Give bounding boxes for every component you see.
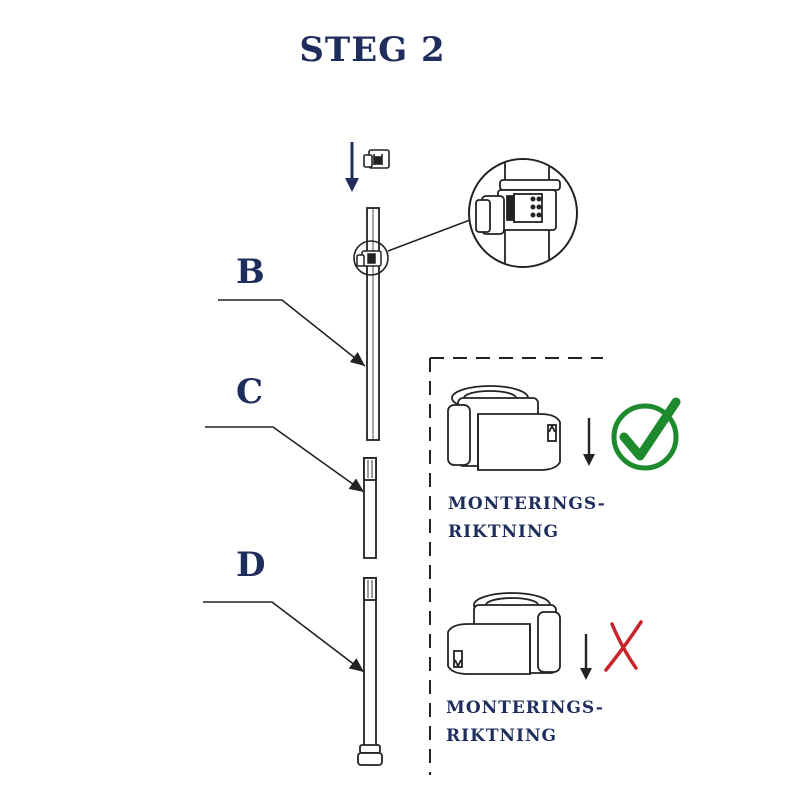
- pole-d: [357, 577, 383, 766]
- dashed-frame: [429, 357, 603, 775]
- clip-correct-illustration: [447, 385, 561, 471]
- part-label-c: C: [236, 372, 264, 412]
- correct-mount-line2: RIKTNING: [448, 522, 560, 542]
- page-title: STEG 2: [299, 30, 446, 70]
- part-label-b: B: [236, 252, 265, 292]
- leader-c: [205, 426, 365, 493]
- correct-mount-line1: MONTERINGS-: [448, 494, 606, 514]
- small-clip-icon: [363, 149, 390, 169]
- part-label-d: D: [236, 545, 266, 585]
- zoom-leader: [387, 219, 471, 252]
- correct-direction-arrow: [583, 418, 595, 466]
- insert-arrow: [345, 142, 359, 192]
- leader-b: [218, 299, 366, 367]
- correct-mount-label: MONTERINGS- RIKTNING: [448, 490, 606, 546]
- pole-c: [363, 457, 377, 559]
- incorrect-mount-line2: RIKTNING: [446, 726, 558, 746]
- leader-lines: [203, 299, 366, 673]
- leader-d: [203, 601, 365, 673]
- pole-clip: [356, 250, 382, 267]
- incorrect-mount-label: MONTERINGS- RIKTNING: [446, 694, 604, 750]
- zoom-detail: [468, 158, 578, 268]
- incorrect-direction-arrow: [580, 634, 592, 680]
- incorrect-mount-line1: MONTERINGS-: [446, 698, 604, 718]
- detail-marker: [353, 240, 389, 276]
- cross-icon: [604, 620, 643, 672]
- clip-incorrect-illustration: [447, 592, 561, 675]
- check-circle-icon: [611, 397, 681, 471]
